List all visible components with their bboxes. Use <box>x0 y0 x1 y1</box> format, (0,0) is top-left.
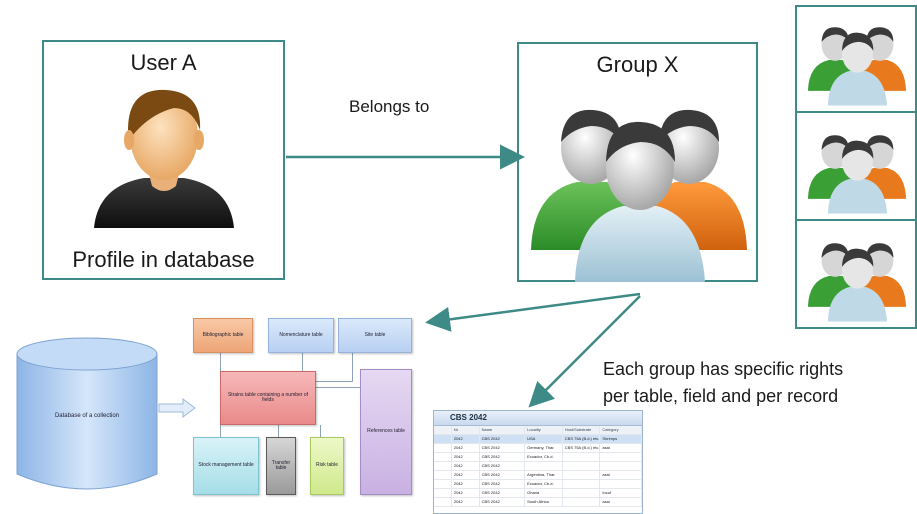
column-header[interactable]: Locality <box>525 426 563 434</box>
schema-diagram: Bibliographic table Nomenclature table S… <box>190 315 415 500</box>
table-cell <box>563 480 601 488</box>
table-cell: 2042 <box>452 498 480 506</box>
column-header[interactable]: Name <box>480 426 526 434</box>
row-selector[interactable] <box>434 471 452 479</box>
table-cell: CBS 75A (B.d.) etc. <box>564 435 601 443</box>
table-cell: CBS 2042 <box>480 453 526 461</box>
row-selector[interactable] <box>434 480 452 488</box>
row-selector[interactable] <box>434 453 452 461</box>
group-tile-1 <box>795 5 917 113</box>
group-box: Group X <box>517 42 758 282</box>
table-cell: 2042 <box>452 462 480 470</box>
user-icon <box>94 89 234 228</box>
table-cell <box>600 453 642 461</box>
table-cell: Germany, Thar. <box>525 444 563 452</box>
table-cell: Ecuador, Cb.d. <box>525 453 563 461</box>
table-cell: CBS 2042 <box>480 471 526 479</box>
record-table-title: CBS 2042 <box>434 411 642 426</box>
row-selector[interactable] <box>434 435 452 443</box>
database-icon <box>16 337 158 490</box>
row-selector[interactable] <box>434 462 452 470</box>
table-cell: asai <box>600 444 642 452</box>
schema-main-table: Strains table containing a number of fie… <box>220 371 316 425</box>
table-cell <box>563 498 601 506</box>
schema-stock-table: Stock management table <box>193 437 259 495</box>
table-cell: Incuf <box>600 489 642 497</box>
table-cell: asai <box>600 498 642 506</box>
row-selector[interactable] <box>434 489 452 497</box>
schema-risk-table: Risk table <box>310 437 344 495</box>
table-cell <box>563 462 601 470</box>
table-cell: 2042 <box>452 453 480 461</box>
table-cell: CBS 2042 <box>480 498 526 506</box>
database-label: Database of a collection <box>54 413 120 419</box>
schema-nomenclature-table: Nomenclature table <box>268 318 334 353</box>
table-cell <box>563 453 601 461</box>
table-cell: asai <box>600 471 642 479</box>
group-tile-3 <box>795 219 917 329</box>
table-cell: CBS 2042 <box>480 480 526 488</box>
table-cell: USA <box>525 435 563 443</box>
table-cell: CBS 2042 <box>480 435 526 443</box>
table-cell: 2042 <box>452 444 480 452</box>
row-selector[interactable] <box>434 444 452 452</box>
column-header[interactable]: Category <box>600 426 642 434</box>
table-cell: Shrimps <box>600 435 642 443</box>
record-table: CBS 2042 Nr Name Locality Host/Substrate… <box>433 410 643 514</box>
table-cell <box>525 462 563 470</box>
schema-history-table: Transfer table <box>266 437 296 495</box>
table-cell: South Africa <box>525 498 563 506</box>
user-title: User A <box>130 50 197 75</box>
row-selector[interactable] <box>434 498 452 506</box>
table-cell: Argentina, Thar. <box>525 471 563 479</box>
rights-text-line1: Each group has specific rights <box>603 359 844 379</box>
table-cell: CBS 75A (B.d.) etc. <box>564 444 601 452</box>
schema-references-table: References table <box>360 369 412 495</box>
group-tile-2 <box>795 111 917 221</box>
group-icon <box>531 109 747 282</box>
column-header[interactable]: Nr <box>452 426 480 434</box>
group-title: Group X <box>596 52 679 77</box>
table-cell: 2042 <box>452 435 480 443</box>
record-table-header: Nr Name Locality Host/Substrate Category <box>434 426 642 435</box>
relation-label: Belongs to <box>349 97 430 116</box>
column-header[interactable]: Host/Substrate <box>563 426 601 434</box>
table-cell: Ghana <box>525 489 563 497</box>
schema-site-table: Site table <box>338 318 412 353</box>
table-cell: 2042 <box>452 489 480 497</box>
rights-text-line2: per table, field and per record <box>603 386 839 406</box>
table-cell <box>600 462 642 470</box>
group-icon <box>807 243 907 322</box>
schema-bibliographic-table: Bibliographic table <box>193 318 253 353</box>
table-cell <box>563 489 601 497</box>
table-cell: CBS 2042 <box>480 489 526 497</box>
table-cell: CBS 2042 <box>480 444 526 452</box>
user-box: User A Profile in database <box>42 40 285 280</box>
rights-arrow-schema <box>425 292 641 332</box>
group-icon <box>807 27 907 106</box>
table-cell: 2042 <box>452 480 480 488</box>
table-cell <box>563 471 601 479</box>
rights-arrow-record <box>528 295 641 408</box>
group-icon <box>807 135 907 214</box>
table-cell: CBS 2042 <box>480 462 526 470</box>
table-cell: Ecuador, Cb.d. <box>525 480 563 488</box>
user-caption: Profile in database <box>72 247 255 272</box>
table-cell <box>600 480 642 488</box>
table-cell: 2042 <box>452 471 480 479</box>
arrow-right-icon <box>158 398 196 418</box>
